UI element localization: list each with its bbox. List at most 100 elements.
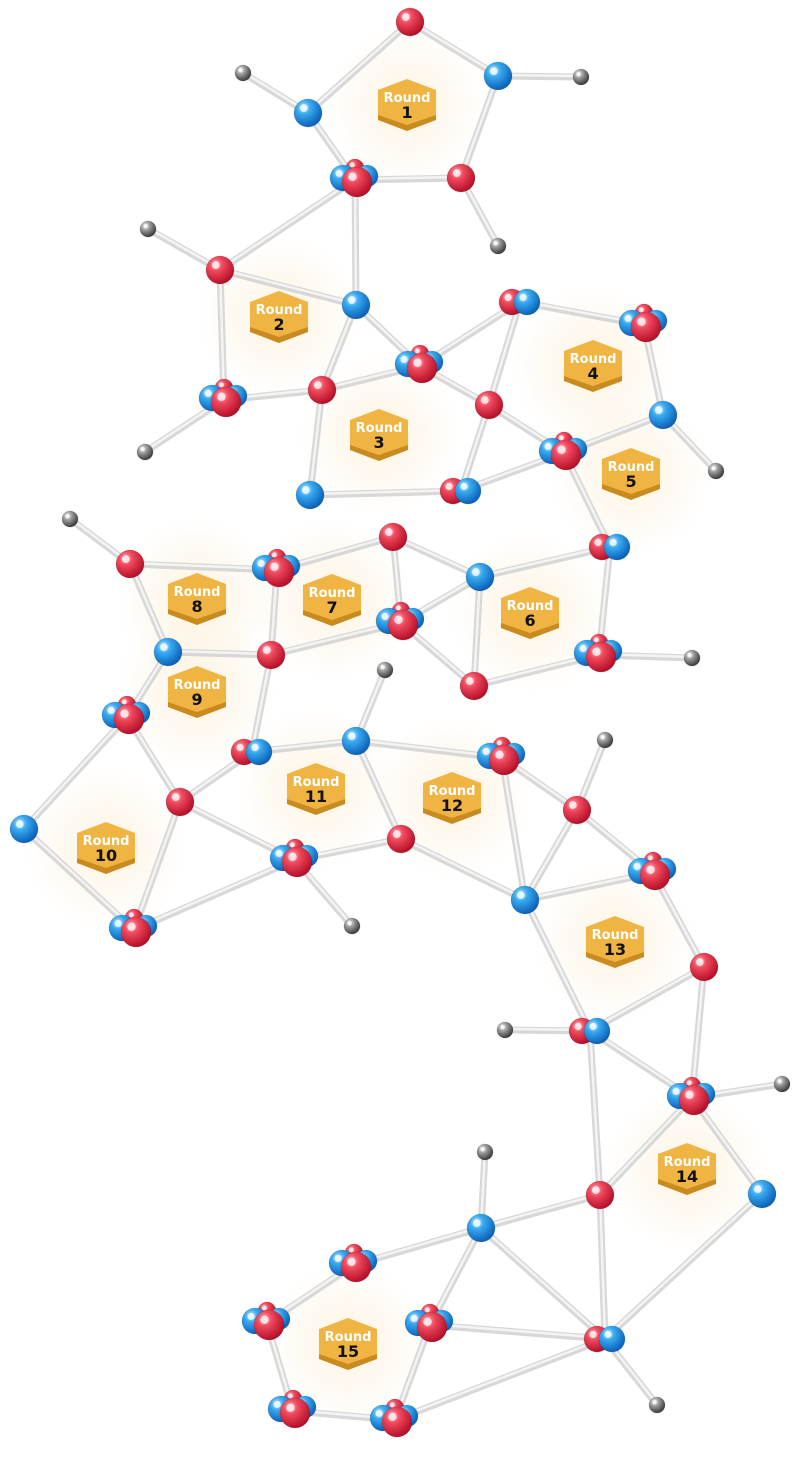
- gray-atom-shine: [493, 240, 498, 246]
- red-atom-shine: [128, 912, 134, 918]
- red-atom: [340, 1251, 372, 1283]
- red-atom-shine: [349, 162, 355, 168]
- blue-atom-shine: [400, 355, 408, 364]
- badge-face: [378, 79, 436, 125]
- bond-highlight: [690, 964, 706, 1099]
- gray-atom: [496, 1021, 514, 1039]
- badge-face: [423, 772, 481, 818]
- blue-atom: [153, 637, 183, 667]
- red-atom: [381, 1406, 413, 1438]
- blue-atom: [466, 1213, 496, 1243]
- red-atom-shine: [121, 555, 130, 564]
- red-atom-shine: [452, 169, 461, 178]
- red-atom-shine: [261, 1305, 267, 1311]
- bond-highlight: [353, 177, 358, 306]
- blue-atom-shine: [247, 1312, 255, 1321]
- red-atom-shine: [557, 445, 566, 454]
- gray-atom: [707, 462, 725, 480]
- red-atom-shine: [348, 172, 357, 181]
- bond-highlight: [128, 561, 170, 653]
- blue-atom-shine: [604, 1330, 612, 1339]
- red-atom-shine: [236, 743, 244, 752]
- gray-atom-shine: [380, 664, 385, 670]
- red-atom: [446, 163, 476, 193]
- blue-atom-shine: [544, 442, 552, 451]
- blue-atom-shine: [273, 1400, 281, 1409]
- red-atom-shine: [392, 830, 401, 839]
- red-atom: [585, 641, 617, 673]
- red-atom-shine: [496, 740, 502, 746]
- bond-highlight: [132, 799, 182, 931]
- gray-atom: [139, 220, 157, 238]
- round-label: Round: [174, 585, 221, 600]
- red-atom: [406, 352, 438, 384]
- red-atom: [550, 439, 582, 471]
- bond-highlight: [478, 544, 612, 578]
- badge-face: [250, 291, 308, 337]
- red-atom-shine: [262, 646, 271, 655]
- gray-atom: [476, 1143, 494, 1161]
- red-atom: [341, 166, 373, 198]
- red-atom: [689, 952, 719, 982]
- red-atom-shine: [217, 392, 226, 401]
- red-atom: [113, 703, 145, 735]
- bond-highlight: [391, 534, 482, 578]
- red-atom-shine: [646, 865, 655, 874]
- bond-highlight: [588, 1028, 602, 1196]
- round-number: 11: [305, 787, 327, 806]
- blue-atom-shine: [654, 406, 663, 415]
- blue-atom-shine: [460, 482, 468, 491]
- gray-atom-shine: [777, 1078, 782, 1084]
- red-atom-shine: [260, 1315, 269, 1324]
- bond-highlight: [393, 1336, 607, 1421]
- blue-atom-shine: [301, 486, 310, 495]
- red-atom-shine: [504, 293, 512, 302]
- round-badges: Round1Round2Round3Round4Round5Round6Roun…: [77, 79, 716, 1370]
- blue-atom-shine: [489, 67, 498, 76]
- bond-highlight: [250, 652, 273, 753]
- badge-face: [303, 574, 361, 620]
- bond-highlight: [459, 402, 491, 492]
- badge-face: [168, 573, 226, 619]
- badge-face: [350, 409, 408, 455]
- round-label: Round: [83, 834, 130, 849]
- red-atom-shine: [414, 348, 420, 354]
- gray-atom: [61, 510, 79, 528]
- red-atom-shine: [638, 307, 644, 313]
- gray-atom: [343, 917, 361, 935]
- red-atom: [120, 916, 152, 948]
- blue-atom-shine: [107, 706, 115, 715]
- red-atom-shine: [286, 1403, 295, 1412]
- bond-highlight: [146, 226, 222, 271]
- gray-atom: [683, 649, 701, 667]
- blue-atom-shine: [251, 743, 259, 752]
- bond-highlight: [306, 19, 412, 114]
- round-label: Round: [384, 91, 431, 106]
- red-atom: [115, 549, 145, 579]
- round-number: 15: [337, 1342, 359, 1361]
- gray-atom: [489, 237, 507, 255]
- round-number: 10: [95, 846, 117, 865]
- red-atom: [165, 787, 195, 817]
- red-atom-shine: [395, 605, 401, 611]
- red-atom: [307, 375, 337, 405]
- bond-highlight: [166, 649, 273, 656]
- red-atom: [386, 824, 416, 854]
- badge-face: [77, 822, 135, 868]
- red-atom-shine: [384, 528, 393, 537]
